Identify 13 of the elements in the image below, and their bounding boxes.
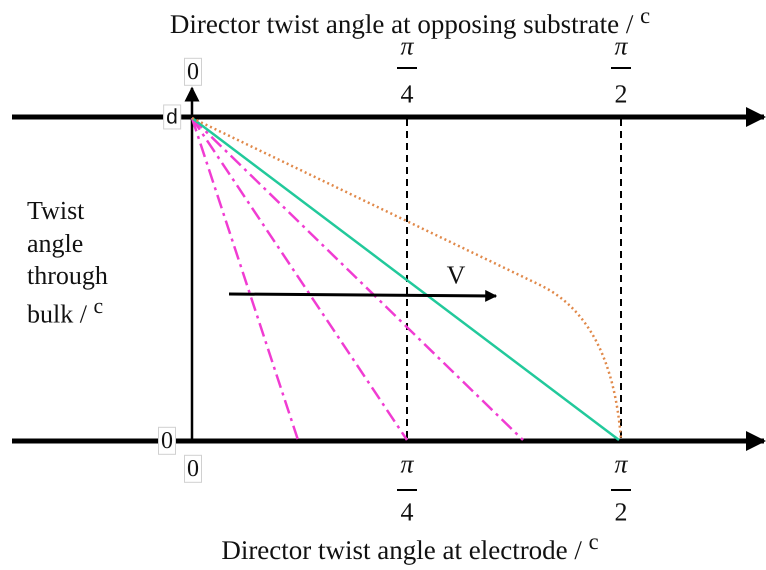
axis-title: Director twist angle at electrode / $^{c}$ (221, 530, 599, 566)
tick-label: 0 (158, 426, 176, 456)
tick-label: 0 (184, 58, 202, 86)
field-label: V (446, 262, 466, 290)
tick-label: 4 (400, 498, 414, 528)
axis-label: d (163, 104, 181, 130)
tick-label: 2 (614, 498, 628, 528)
tick-label: 4 (400, 80, 414, 110)
tick-label: π (614, 450, 628, 480)
tick-label: 2 (614, 80, 628, 110)
axis-title: Twist angle through bulk / $^{c}$ (27, 195, 109, 330)
tick-label: 0 (184, 454, 202, 484)
tick-label: π (400, 450, 414, 480)
